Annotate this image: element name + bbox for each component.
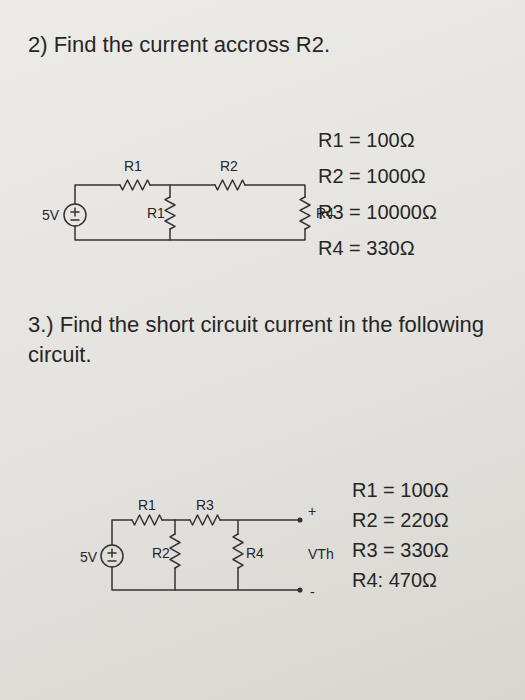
value-label: R1 = 100Ω xyxy=(352,478,449,502)
terminal-label: + xyxy=(308,503,316,520)
component-label: R1 xyxy=(124,158,142,175)
voltage-source xyxy=(101,545,123,567)
source-sign xyxy=(108,549,116,561)
wire xyxy=(174,520,176,590)
component-label: R2 xyxy=(220,158,238,175)
component-label: R1 xyxy=(147,205,165,222)
component-label: R1 xyxy=(138,497,156,514)
value-label: R3 = 10000Ω xyxy=(318,200,437,224)
resistor-symbol xyxy=(233,534,243,568)
resistor-symbol xyxy=(215,180,245,190)
value-label: R4 = 330Ω xyxy=(318,236,415,260)
terminal-label: - xyxy=(310,584,315,601)
component-label: R3 xyxy=(196,497,214,514)
voltage-source xyxy=(64,204,86,226)
resistor-symbol xyxy=(190,515,220,525)
component-label: R2 xyxy=(152,545,170,562)
resistor-symbol xyxy=(165,197,175,229)
question-text: 3.) Find the short circuit current in th… xyxy=(28,310,498,370)
component-label: R4 xyxy=(246,545,264,562)
value-label: R2 = 220Ω xyxy=(352,508,449,532)
terminal xyxy=(298,518,302,522)
resistor-symbol xyxy=(120,180,150,190)
resistor-symbol xyxy=(170,534,180,568)
value-label: R2 = 1000Ω xyxy=(318,164,426,188)
value-label: R1 = 100Ω xyxy=(318,128,415,152)
terminal xyxy=(298,588,302,592)
wire xyxy=(112,520,300,590)
terminal-label: VTh xyxy=(308,546,334,563)
resistor-symbol xyxy=(300,197,310,229)
source-label: 5V xyxy=(80,549,97,566)
source-sign xyxy=(71,208,79,220)
source-label: 5V xyxy=(42,207,59,224)
resistor-symbol xyxy=(132,515,162,525)
value-label: R4: 470Ω xyxy=(352,568,437,592)
question-text: 2) Find the current accross R2. xyxy=(28,32,330,58)
wire xyxy=(75,185,305,240)
value-label: R3 = 330Ω xyxy=(352,538,449,562)
